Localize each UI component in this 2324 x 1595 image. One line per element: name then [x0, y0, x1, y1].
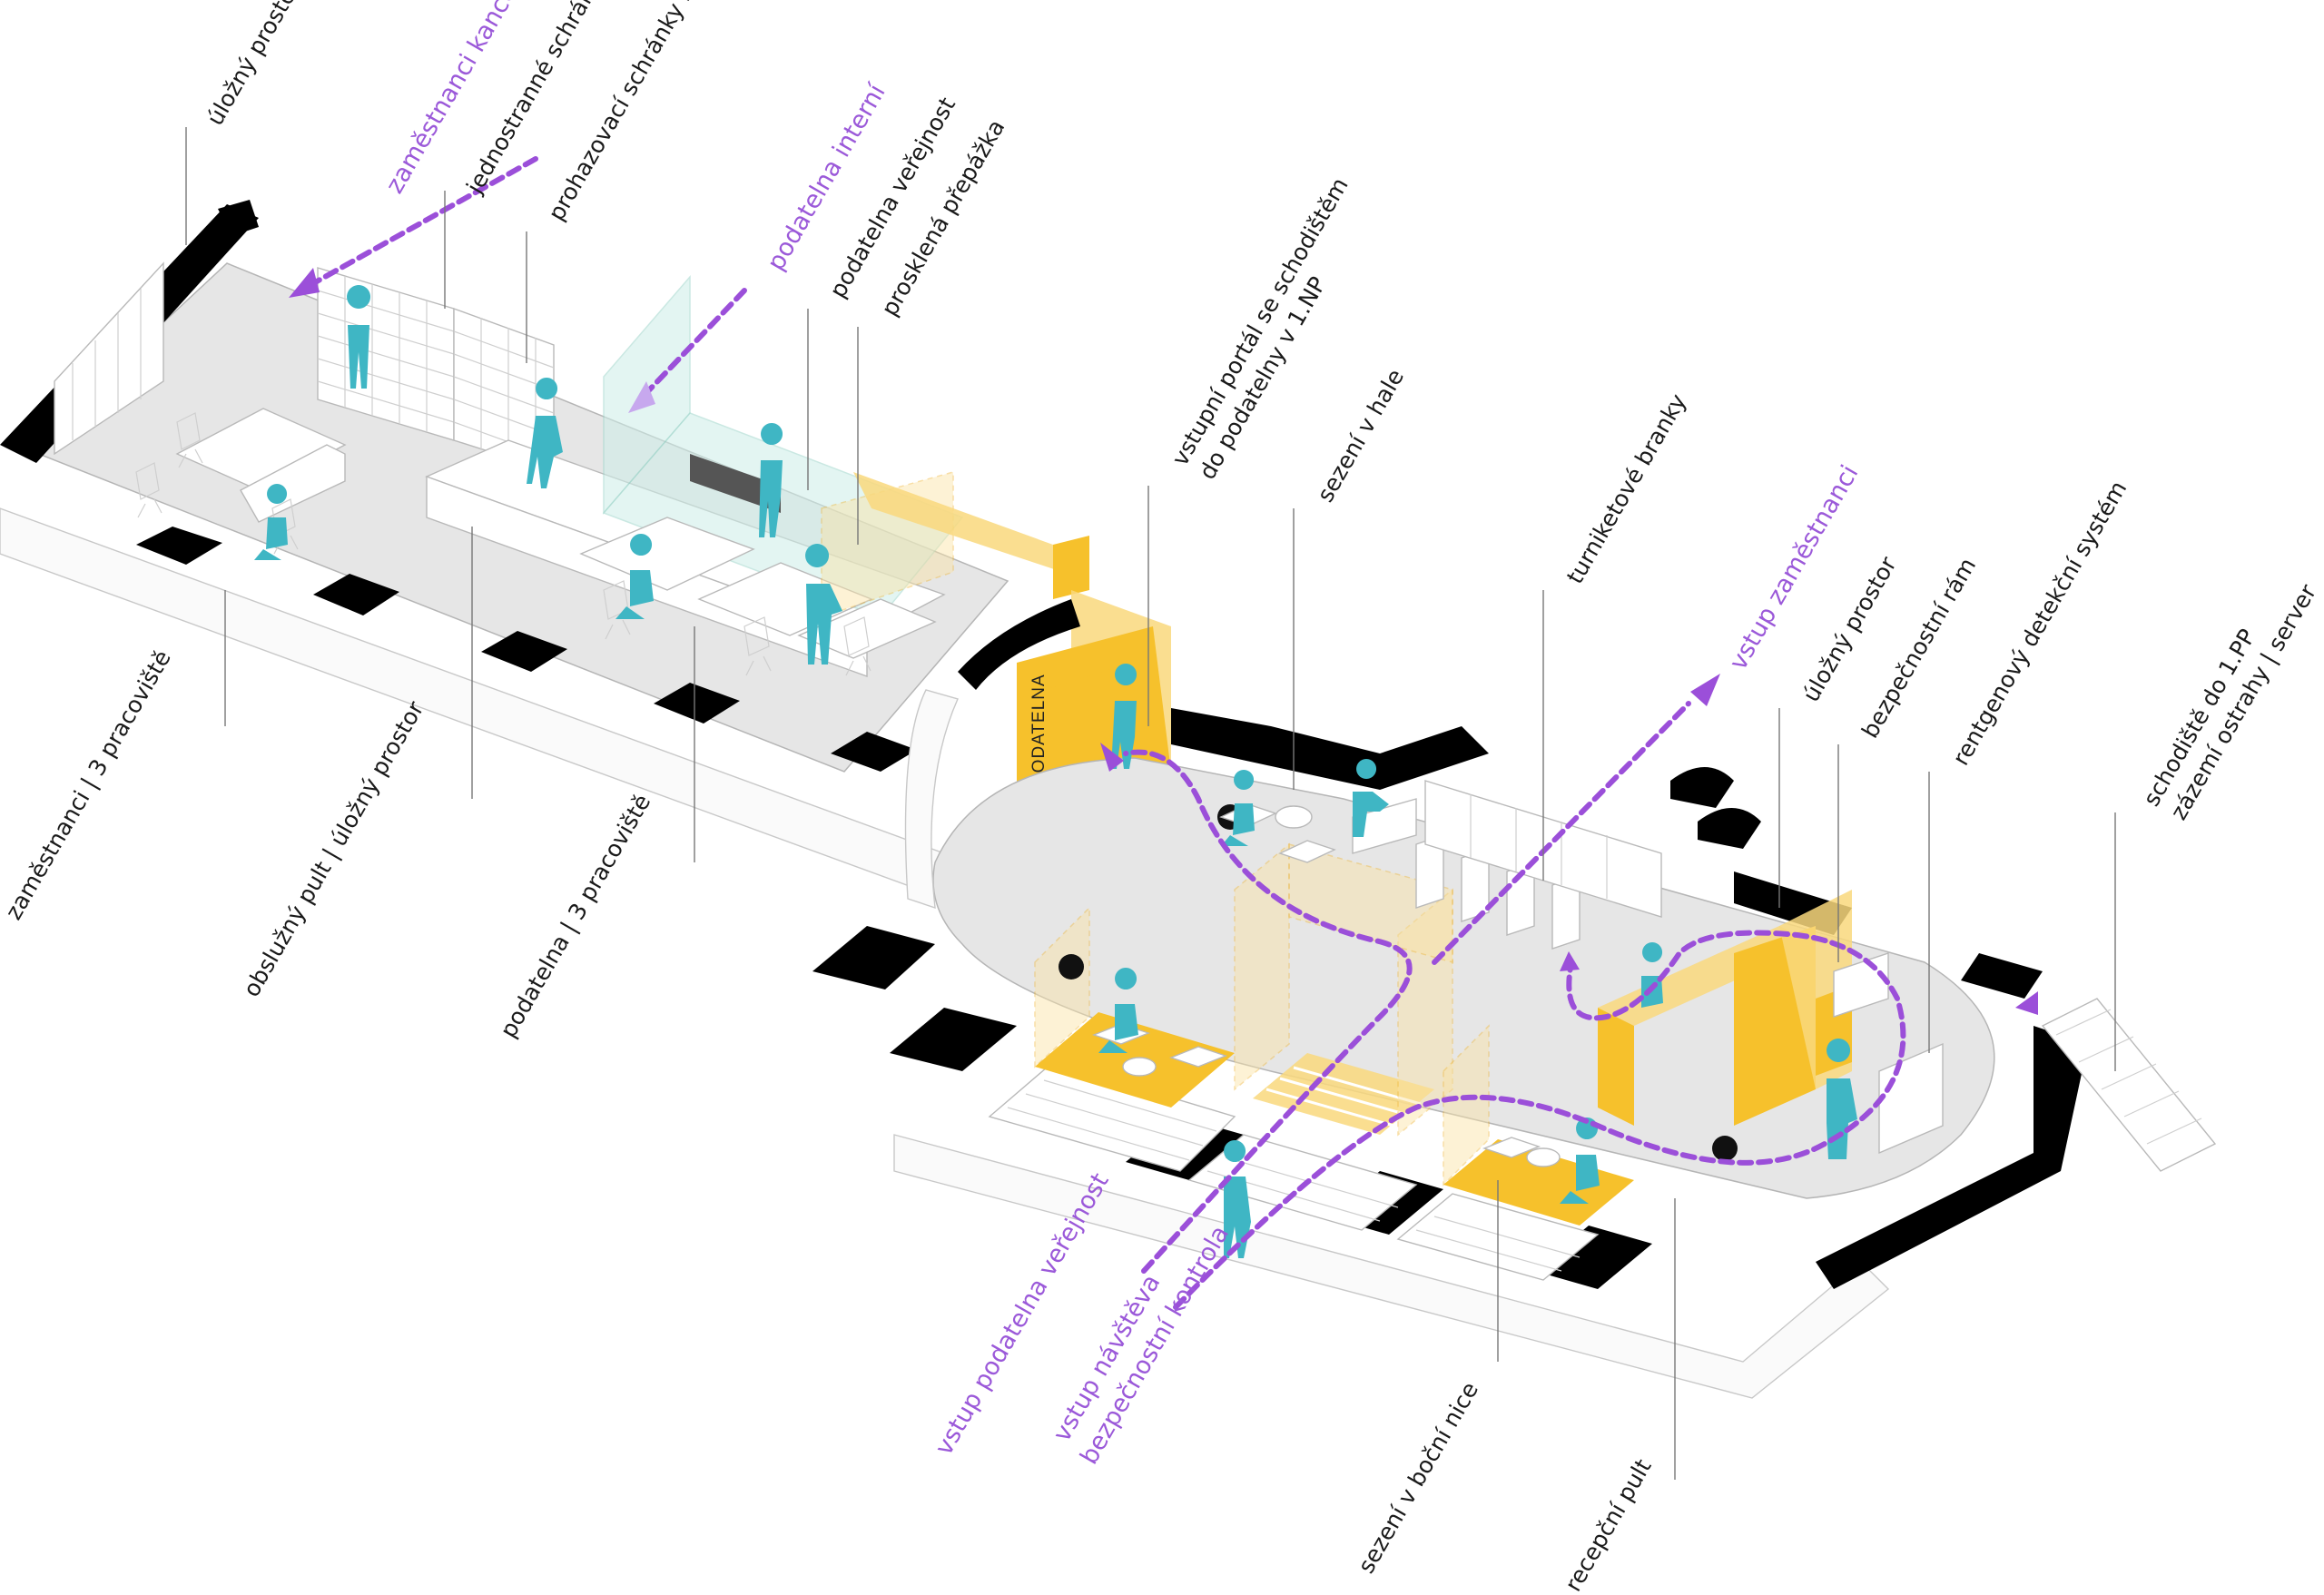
- reception-desk-front: [1598, 1008, 1634, 1126]
- office-chair-2: [176, 412, 203, 468]
- mailroom-chair-2: [743, 616, 772, 676]
- niche-table-1: [1122, 1057, 1157, 1077]
- arrow-internal-mailroom: [628, 381, 655, 413]
- routes: [289, 156, 2038, 1310]
- label-turnstiles: turniketové branky: [1561, 389, 1691, 588]
- left-pier-2: [890, 1008, 1017, 1071]
- niche-panel-left: [1034, 906, 1090, 1068]
- left-pier-1: [812, 926, 935, 989]
- leader-lines: [185, 127, 2116, 1480]
- label-glass-counter: prosklená přepážka: [876, 115, 1009, 320]
- route-employee-entry: [1432, 701, 1691, 965]
- label-employees-3: zaměstnanci | 3 pracoviště: [0, 645, 176, 924]
- person-11: [1224, 1140, 1251, 1258]
- label-mailroom-3: podatelna | 3 pracoviště: [495, 790, 655, 1042]
- entry-mat: [1253, 1053, 1434, 1135]
- storage-shelving: [54, 261, 164, 456]
- front-pier-c: [1534, 1226, 1652, 1289]
- entrance-steps-1: [988, 1061, 1236, 1172]
- arrow-office-employees: [289, 268, 320, 298]
- front-pier-1: [136, 527, 222, 565]
- mailroom-chair-3: [843, 616, 872, 676]
- route-office-employees: [306, 156, 538, 289]
- niche-panel-right: [1443, 1024, 1490, 1186]
- front-pier-5: [831, 732, 917, 772]
- floor-vent-3: [1712, 1136, 1738, 1161]
- rotunda-wall: [904, 689, 959, 910]
- niche-seating-right: [1443, 1139, 1634, 1226]
- label-service-counter: obslužný pult | úložný prostor: [238, 696, 429, 1001]
- lobby: [812, 599, 2217, 1399]
- label-storage-office: úložný prostor: [202, 0, 306, 130]
- floor-vent-1: [1059, 954, 1084, 980]
- hall-chair-2: [1278, 840, 1336, 863]
- arrow-visitors: [1560, 951, 1580, 971]
- hall-bench: [1352, 798, 1417, 854]
- label-security-facilities: zázemí ostrahy | server: [2165, 579, 2321, 824]
- right-wall-2: [1816, 1026, 2088, 1289]
- label-hall-seating: sezení v hale: [1312, 365, 1409, 507]
- niche-stool-2: [1168, 1046, 1228, 1068]
- person-12: [1560, 1117, 1600, 1204]
- person-5: [615, 534, 654, 619]
- label-xray-system: rentgenový detekční systém: [1947, 477, 2132, 770]
- niche-table-2: [1526, 1147, 1561, 1167]
- person-3: [254, 484, 288, 560]
- person-9: [1353, 759, 1389, 837]
- person-14: [1827, 1039, 1857, 1159]
- security-gate-right: [1397, 888, 1453, 1137]
- label-niche-seating: sezení v boční nice: [1353, 1377, 1483, 1578]
- office-wall-corner: [218, 200, 259, 236]
- front-pier-2: [313, 574, 399, 615]
- mailroom-desk-3: [797, 598, 937, 659]
- security-gate-left: [1234, 842, 1290, 1091]
- person-4: [759, 423, 783, 537]
- arrow-public-mailroom: [1100, 743, 1124, 772]
- person-10: [1098, 968, 1138, 1053]
- person-2: [527, 378, 563, 488]
- hall-table: [1275, 805, 1313, 829]
- back-wall-arch-1: [1670, 767, 1734, 808]
- people: [254, 285, 1857, 1258]
- security-gate-top: [1288, 843, 1453, 963]
- route-public-mailroom: [1123, 749, 1413, 1274]
- portal-canopy: [853, 472, 1089, 581]
- label-entry-portal: vstupní portál se schodištěm: [1167, 173, 1354, 470]
- label-reception-desk: recepční pult: [1560, 1454, 1657, 1595]
- right-wall-1: [1961, 953, 2043, 999]
- portal-canopy-edge: [1053, 536, 1089, 599]
- office-chair-1: [135, 462, 162, 518]
- mailroom-counter: [690, 454, 781, 513]
- portal-sign: PODATELNA: [1029, 674, 1049, 785]
- basement-stair: [2041, 998, 2217, 1172]
- office-wing: [0, 200, 1009, 901]
- front-pier-4: [654, 683, 740, 724]
- lobby-back-wall: [1171, 708, 1489, 790]
- front-pier-3: [481, 631, 567, 672]
- lobby-floor: [932, 757, 1995, 1199]
- person-6: [805, 544, 842, 665]
- back-wall-arch-2: [1698, 808, 1761, 849]
- route-internal-mailroom: [642, 288, 747, 398]
- lobby-slab-edge: [893, 1134, 1890, 1399]
- office-desk-1: [175, 408, 347, 491]
- rotunda-cap: [958, 599, 1080, 690]
- arrow-employee-entry: [1690, 674, 1720, 706]
- arrow-basement: [2015, 991, 2038, 1015]
- person-1: [347, 285, 371, 389]
- person-8: [1221, 770, 1255, 846]
- niche-stool-3: [1482, 1137, 1541, 1158]
- route-visitors: [1173, 930, 1906, 1310]
- office-desk-2: [240, 444, 346, 523]
- person-7: [1111, 664, 1137, 769]
